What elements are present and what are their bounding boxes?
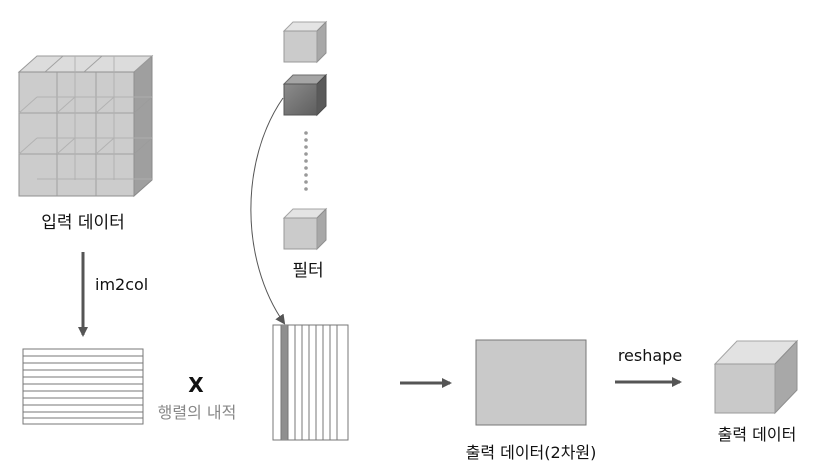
reshape-label: reshape	[618, 346, 682, 365]
output-cube	[715, 341, 797, 413]
filter-ellipsis	[304, 131, 308, 191]
filter-cube-1	[284, 22, 326, 62]
output-2d-matrix	[476, 340, 586, 425]
input-matrix	[23, 349, 143, 424]
output-data-label: 출력 데이터	[718, 425, 797, 444]
input-data-block	[19, 56, 152, 196]
input-data-label: 입력 데이터	[41, 213, 125, 233]
filter-to-column-arrow	[251, 98, 284, 323]
filter-matrix	[273, 325, 348, 440]
output-2d-label: 출력 데이터(2차원)	[466, 443, 597, 462]
filter-cube-3	[284, 209, 326, 249]
filter-cube-2-highlighted	[284, 75, 326, 115]
dot-product-label: 행렬의 내적	[158, 403, 237, 422]
filter-label: 필터	[292, 261, 323, 281]
multiply-symbol: X	[188, 373, 204, 397]
im2col-label: im2col	[95, 275, 148, 294]
